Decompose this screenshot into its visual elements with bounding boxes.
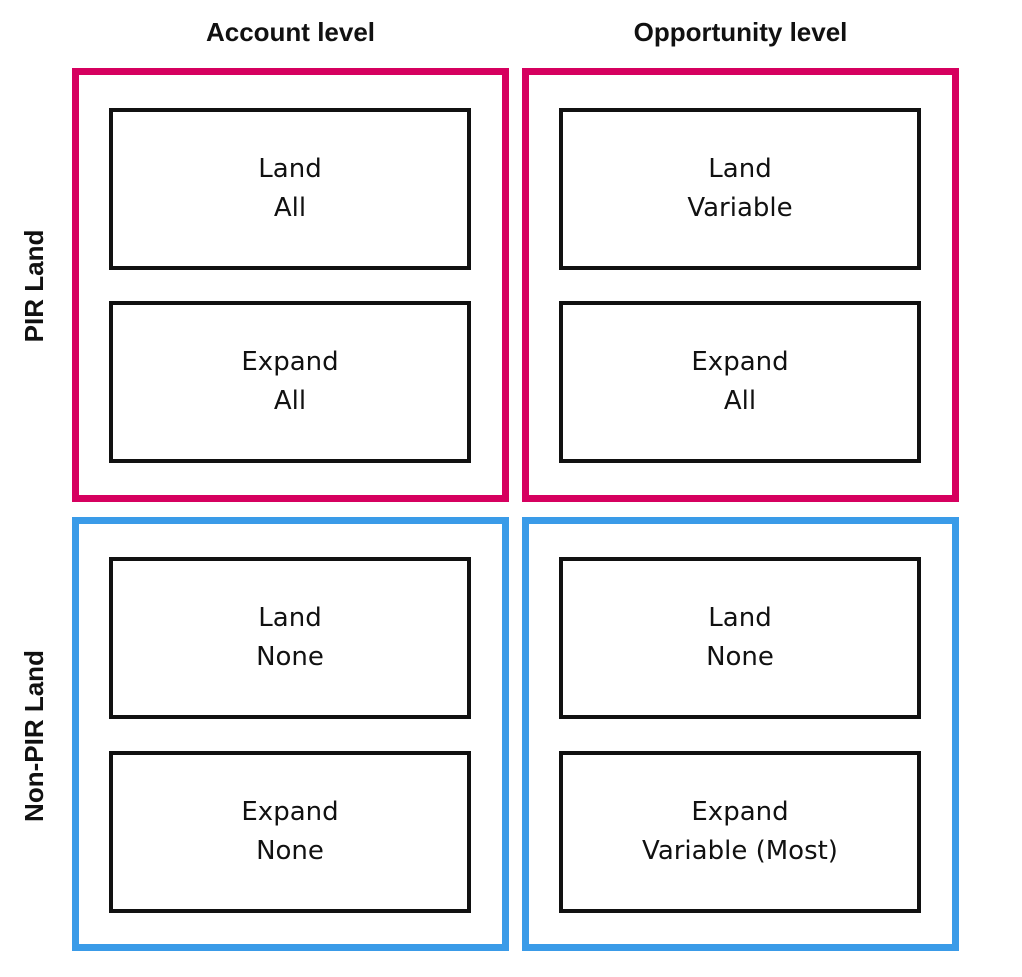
cell-value: Variable <box>687 193 793 223</box>
cell-title: Land <box>708 154 772 184</box>
cell-nonpir-account-expand: Expand None <box>109 751 471 913</box>
cell-title: Expand <box>241 347 339 377</box>
cell-pir-opportunity-land: Land Variable <box>559 108 921 270</box>
cell-nonpir-account-land: Land None <box>109 557 471 719</box>
cell-value: All <box>273 193 307 223</box>
cell-value: None <box>706 642 774 672</box>
cell-pir-account-land: Land All <box>109 108 471 270</box>
cell-title: Land <box>258 603 322 633</box>
cell-title: Land <box>258 154 322 184</box>
cell-value: All <box>273 386 307 416</box>
cell-pir-account-expand: Expand All <box>109 301 471 463</box>
cell-title: Expand <box>241 797 339 827</box>
cell-pir-opportunity-expand: Expand All <box>559 301 921 463</box>
cell-value: Variable (Most) <box>642 836 838 866</box>
cell-value: None <box>256 836 324 866</box>
cell-nonpir-opportunity-land: Land None <box>559 557 921 719</box>
column-header-opportunity-level: Opportunity level <box>633 17 848 47</box>
cell-title: Expand <box>691 797 789 827</box>
row-header-non-pir-land: Non-PIR Land <box>19 650 49 822</box>
cell-value: None <box>256 642 324 672</box>
cell-value: All <box>723 386 757 416</box>
column-header-account-level: Account level <box>205 17 376 47</box>
row-header-pir-land: PIR Land <box>19 229 49 343</box>
cell-title: Expand <box>691 347 789 377</box>
cell-title: Land <box>708 603 772 633</box>
cell-nonpir-opportunity-expand: Expand Variable (Most) <box>559 751 921 913</box>
